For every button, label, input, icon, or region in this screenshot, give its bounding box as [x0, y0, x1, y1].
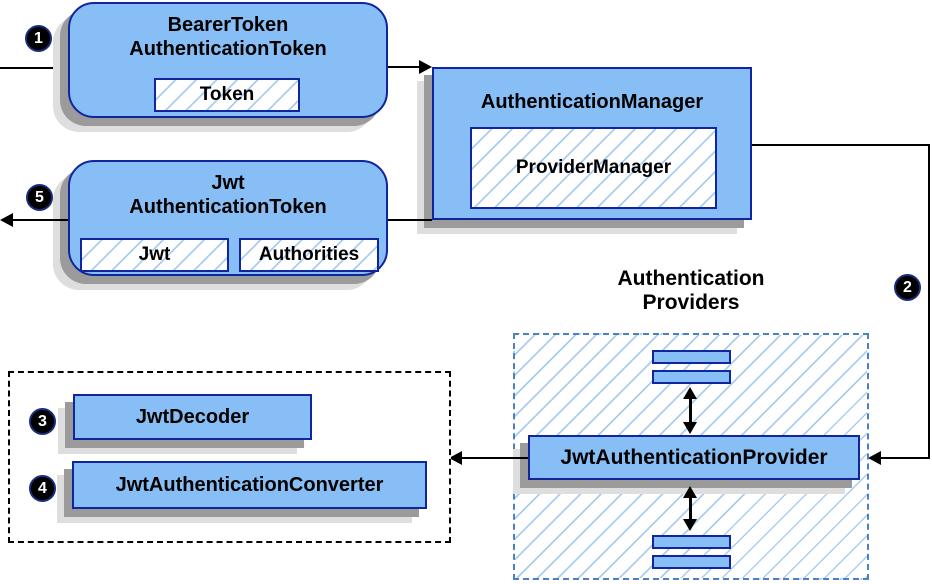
step-3-number: 3	[38, 412, 47, 430]
manager-to-provider-line-vertical	[928, 144, 930, 459]
manager-to-provider-arrowhead-icon	[868, 451, 881, 465]
bearer-to-manager-arrowhead-icon	[419, 60, 432, 74]
double-arrow-up-icon	[683, 486, 697, 498]
jwt-authentication-token-box: Jwt AuthenticationToken Jwt Authorities	[68, 160, 388, 276]
double-arrow-line	[689, 397, 692, 425]
jwt-authentication-provider-box: JwtAuthenticationProvider	[528, 435, 860, 480]
jwt-decoder-label: JwtDecoder	[135, 405, 250, 428]
manager-to-jwt-token-line	[388, 219, 432, 221]
step-4-badge: 4	[29, 475, 56, 502]
double-arrow-down-icon	[683, 519, 697, 531]
authorities-chip: Authorities	[239, 238, 379, 272]
step-2-number: 2	[903, 278, 912, 296]
provider-placeholder-rect	[652, 555, 731, 569]
step-1-number: 1	[34, 29, 43, 47]
double-arrow-line	[689, 496, 692, 522]
double-arrow-up-icon	[683, 387, 697, 399]
provider-placeholder-rect	[652, 535, 731, 549]
providers-title-line1: Authentication	[617, 267, 765, 290]
jwt-authentication-converter-label: JwtAuthenticationConverter	[115, 473, 384, 496]
provider-to-decoder-line	[462, 457, 528, 459]
jwt-token-title-line2: AuthenticationToken	[129, 196, 327, 218]
authentication-manager-box: AuthenticationManager ProviderManager	[432, 67, 752, 220]
step-5-badge: 5	[26, 184, 53, 211]
provider-placeholder-rect	[652, 370, 731, 384]
incoming-request-line	[0, 67, 68, 69]
token-chip-label: Token	[199, 84, 255, 105]
jwt-chip: Jwt	[80, 238, 229, 272]
step-3-badge: 3	[29, 408, 56, 435]
bearer-token-title-line2: AuthenticationToken	[129, 38, 327, 60]
provider-manager-chip: ProviderManager	[470, 127, 717, 209]
double-arrow-down-icon	[683, 422, 697, 434]
bearer-to-manager-line	[388, 66, 421, 68]
authorities-chip-label: Authorities	[258, 244, 360, 265]
provider-placeholder-rect	[652, 350, 731, 364]
step-4-number: 4	[38, 479, 47, 497]
provider-to-decoder-arrowhead-icon	[449, 451, 462, 465]
manager-to-provider-line-top	[752, 144, 930, 146]
provider-manager-label: ProviderManager	[515, 157, 672, 178]
jwt-decoder-box: JwtDecoder	[73, 394, 312, 440]
outgoing-result-line	[11, 219, 68, 221]
outgoing-result-arrowhead-icon	[0, 213, 13, 227]
providers-title-line2: Providers	[642, 291, 740, 314]
step-2-badge: 2	[894, 274, 921, 301]
step-5-number: 5	[35, 188, 44, 206]
authentication-providers-title: Authentication Providers	[513, 267, 869, 315]
jwt-token-title-line1: Jwt	[211, 172, 245, 194]
step-1-badge: 1	[25, 25, 52, 52]
jwt-authentication-converter-box: JwtAuthenticationConverter	[72, 461, 427, 509]
bearer-token-authentication-token-box: BearerToken AuthenticationToken Token	[68, 2, 388, 118]
authentication-manager-title: AuthenticationManager	[480, 91, 704, 113]
token-chip: Token	[154, 78, 300, 112]
manager-to-provider-line-bottom	[879, 457, 930, 459]
jwt-chip-label: Jwt	[138, 244, 171, 265]
bearer-token-title-line1: BearerToken	[167, 14, 289, 36]
jwt-authentication-provider-label: JwtAuthenticationProvider	[560, 445, 828, 469]
